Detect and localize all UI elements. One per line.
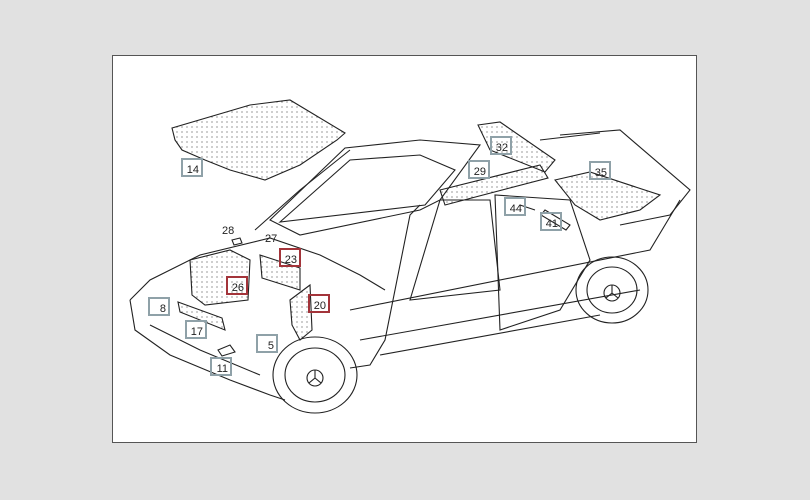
callout-26[interactable]: 26 xyxy=(226,276,248,295)
callout-44[interactable]: 44 xyxy=(504,197,526,216)
callout-17[interactable]: 17 xyxy=(185,320,207,339)
callout-5[interactable]: 5 xyxy=(256,334,278,353)
callout-14[interactable]: 14 xyxy=(181,158,203,177)
callout-23[interactable]: 23 xyxy=(279,248,301,267)
callout-41[interactable]: 41 xyxy=(540,212,562,231)
front-panel-part xyxy=(177,301,226,331)
callout-8[interactable]: 8 xyxy=(148,297,170,316)
roof-rail-part xyxy=(439,164,549,206)
label-27[interactable]: 27 xyxy=(265,233,278,245)
car-body-outline xyxy=(269,139,482,236)
callout-35[interactable]: 35 xyxy=(589,161,611,180)
wheelhouse-part xyxy=(289,283,313,341)
hood-insulation-part xyxy=(171,99,346,181)
engine-bay-insulation-part xyxy=(189,249,251,306)
callout-20[interactable]: 20 xyxy=(308,294,330,313)
c-pillar-trim-part xyxy=(477,121,556,173)
rear-wheel xyxy=(575,256,649,324)
firewall-part xyxy=(259,254,301,291)
front-wheel xyxy=(272,336,358,414)
callout-32[interactable]: 32 xyxy=(490,136,512,155)
label-28[interactable]: 28 xyxy=(222,225,235,237)
callout-29[interactable]: 29 xyxy=(468,160,490,179)
callout-11[interactable]: 11 xyxy=(210,357,232,376)
